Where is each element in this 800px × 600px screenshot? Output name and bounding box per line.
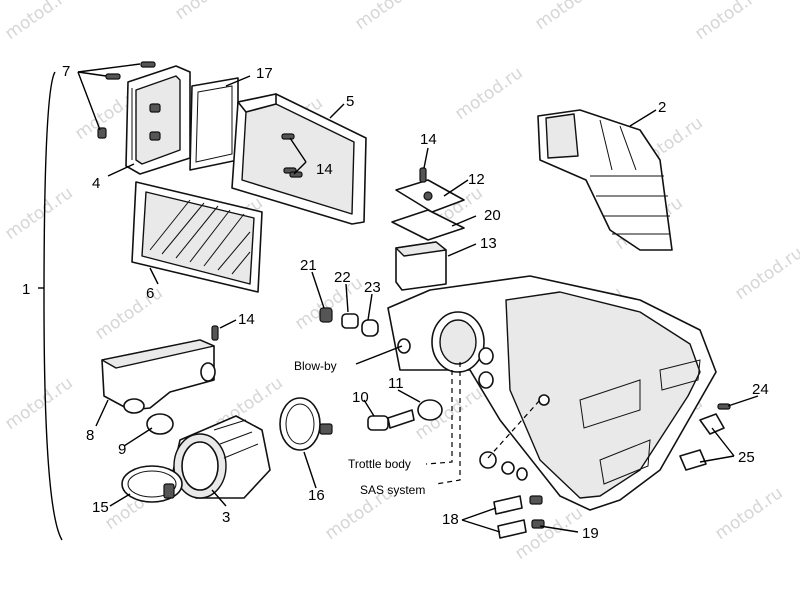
part-num-21: 21 bbox=[300, 257, 317, 274]
part-num-10: 10 bbox=[352, 389, 369, 406]
part-num-4: 4 bbox=[92, 175, 100, 192]
part-num-8: 8 bbox=[86, 427, 94, 444]
throttle-body-label: Trottle body bbox=[348, 457, 411, 471]
clamp-part-9 bbox=[146, 413, 174, 435]
airbox-body bbox=[387, 275, 717, 511]
part-num-1: 1 bbox=[22, 281, 30, 298]
part-num-14-b: 14 bbox=[316, 161, 333, 178]
part-num-9: 9 bbox=[118, 441, 126, 458]
routing-lines bbox=[425, 362, 541, 485]
air-filter-part-6 bbox=[131, 181, 263, 293]
watermark-text: motod.ru bbox=[711, 483, 786, 544]
part-num-5: 5 bbox=[346, 93, 354, 110]
screws-part-7 bbox=[97, 61, 156, 139]
part-num-22: 22 bbox=[334, 269, 351, 286]
part-num-19: 19 bbox=[582, 525, 599, 542]
part-num-18: 18 bbox=[442, 511, 459, 528]
part-num-12: 12 bbox=[468, 171, 485, 188]
sas-system-label: SAS system bbox=[360, 483, 425, 497]
part-num-16: 16 bbox=[308, 487, 325, 504]
watermark-text: motod.ru bbox=[91, 283, 166, 344]
watermark-text: motod.ru bbox=[731, 243, 800, 304]
part-num-17: 17 bbox=[256, 65, 273, 82]
part-22 bbox=[341, 313, 359, 329]
grommet-set bbox=[479, 451, 528, 481]
part-num-2: 2 bbox=[658, 99, 666, 116]
part-num-3: 3 bbox=[222, 509, 230, 526]
clamp-part-16 bbox=[279, 397, 333, 451]
element-part-13 bbox=[395, 241, 447, 291]
watermark-text: motod.ru bbox=[171, 0, 246, 24]
part-num-20: 20 bbox=[484, 207, 501, 224]
watermark-text: motod.ru bbox=[1, 373, 76, 434]
watermark-text: motod.ru bbox=[1, 183, 76, 244]
watermark-text: motod.ru bbox=[451, 63, 526, 124]
part-number-labels: 1 2 3 4 5 6 7 8 9 10 11 12 13 14 14 14 1… bbox=[22, 63, 769, 542]
intake-duct-part-2 bbox=[537, 109, 673, 251]
part-num-7: 7 bbox=[62, 63, 70, 80]
clamp-part-15 bbox=[121, 465, 183, 503]
part-num-24: 24 bbox=[752, 381, 769, 398]
watermark-text: motod.ru bbox=[531, 0, 606, 34]
cover-plate-part-12 bbox=[395, 179, 465, 213]
part-21 bbox=[319, 307, 333, 323]
watermark-text: motod.ru bbox=[1, 0, 76, 44]
screw-part-24 bbox=[717, 403, 731, 410]
sensor-part-10 bbox=[367, 409, 415, 431]
grommet-part-11 bbox=[417, 399, 443, 421]
part-num-13: 13 bbox=[480, 235, 497, 252]
screw-part-14-b bbox=[211, 325, 219, 341]
clips-part-19 bbox=[529, 495, 545, 529]
watermark-text: motod.ru bbox=[351, 0, 426, 34]
duct-part-8 bbox=[101, 339, 216, 414]
filter-cover-part-4 bbox=[125, 65, 191, 175]
brackets-part-25 bbox=[679, 413, 725, 471]
part-23 bbox=[361, 319, 379, 337]
assembly-bracket bbox=[43, 71, 63, 541]
gasket-inner-part-17 bbox=[195, 85, 233, 163]
part-num-14-c: 14 bbox=[238, 311, 255, 328]
blow-by-label: Blow-by bbox=[294, 359, 337, 373]
part-num-23: 23 bbox=[364, 279, 381, 296]
intake-boot-part-3 bbox=[171, 415, 271, 499]
airbox-lid-part-5 bbox=[231, 93, 367, 225]
part-num-6: 6 bbox=[146, 285, 154, 302]
watermark-text: motod.ru bbox=[691, 0, 766, 44]
part-num-11: 11 bbox=[388, 375, 404, 392]
leader-lines bbox=[77, 63, 759, 533]
part-num-15: 15 bbox=[92, 499, 109, 516]
gasket-part-20 bbox=[391, 209, 465, 241]
screw-part-14-a bbox=[419, 167, 427, 183]
plugs-part-18 bbox=[493, 495, 527, 539]
part-num-25: 25 bbox=[738, 449, 755, 466]
part-num-14-a: 14 bbox=[420, 131, 437, 148]
